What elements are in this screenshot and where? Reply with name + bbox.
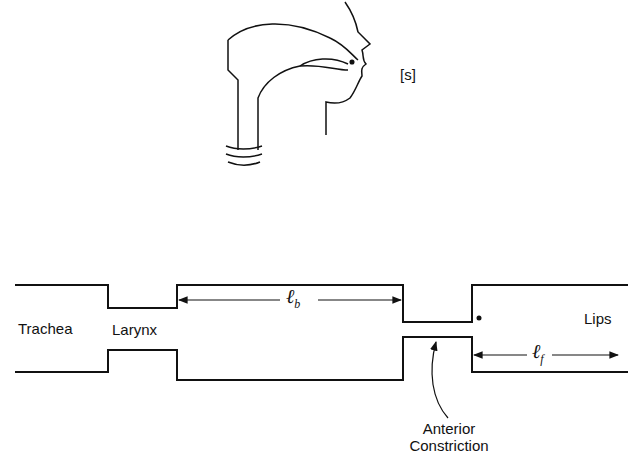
tube-walls <box>15 285 628 380</box>
part-name: Larynx <box>112 321 157 338</box>
part-name: Lips <box>584 310 612 327</box>
dimension-arrows <box>179 300 618 418</box>
part-name: Trachea <box>18 320 72 337</box>
dimension-label: ℓf <box>530 343 546 368</box>
head-sketch <box>226 2 370 165</box>
phoneme-label: [s] <box>400 66 416 83</box>
part-name: Anterior Constriction <box>408 420 490 454</box>
constriction-dot <box>477 316 482 321</box>
dimension-label: ℓb <box>284 288 302 313</box>
